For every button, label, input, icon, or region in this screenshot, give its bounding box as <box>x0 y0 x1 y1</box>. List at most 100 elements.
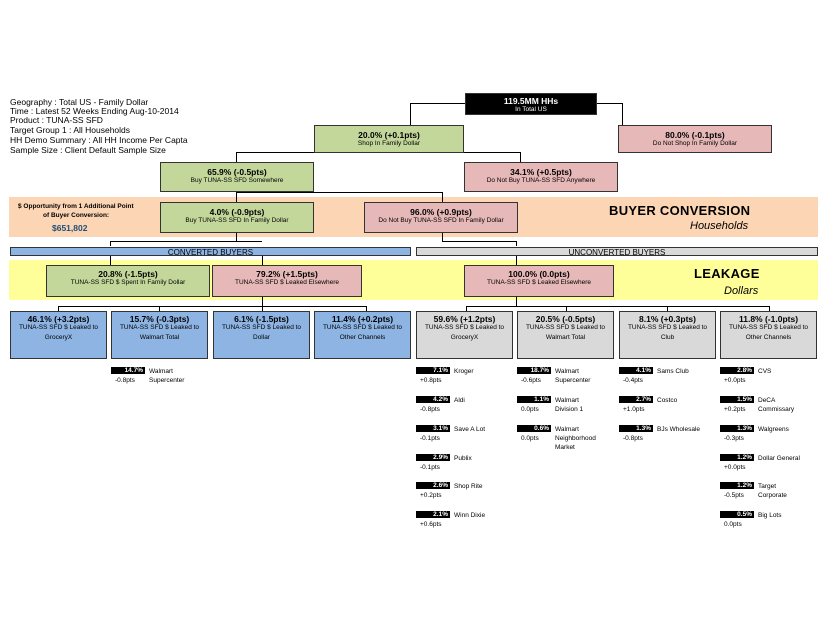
retailer-change: +0.2pts <box>420 492 442 499</box>
retailer-change: -0.8pts <box>115 377 135 384</box>
not-buy-in-fd-box: 96.0% (+0.9pts) Do Not Buy TUNA-SS SFD I… <box>364 202 518 233</box>
retailer-name-line2: Supercenter <box>555 377 591 384</box>
unconverted-channel-walmart: 20.5% (-0.5pts) TUNA-SS SFD $ Leaked to … <box>517 311 614 359</box>
retailer-value: 1.1% <box>517 396 551 403</box>
unconverted-channel-other: 11.8% (-1.0pts) TUNA-SS SFD $ Leaked to … <box>720 311 817 359</box>
channel-value: 46.1% (+3.2pts) <box>27 314 90 324</box>
retailer-name: Publix <box>454 455 472 462</box>
retailer-value: 2.7% <box>619 396 653 403</box>
channel-label: Walmart Total <box>545 334 586 341</box>
retailer-value: 2.1% <box>416 511 450 518</box>
channel-label: TUNA-SS SFD $ Leaked to <box>627 324 708 331</box>
meta-product: Product : TUNA-SS SFD <box>10 115 103 125</box>
channel-value: 15.7% (-0.3pts) <box>129 314 190 324</box>
retailer-name-line2: Corporate <box>758 492 787 499</box>
buy-in-fd-label: Buy TUNA-SS SFD In Family Dollar <box>185 217 289 224</box>
retailer-value: 7.1% <box>416 367 450 374</box>
buy-somewhere-value: 65.9% (-0.5pts) <box>207 167 267 177</box>
retailer-item: 1.2% Dollar General +0.0pts <box>720 454 800 471</box>
converted-spent-label: TUNA-SS SFD $ Spent In Family Dollar <box>70 279 186 286</box>
retailer-value: 4.2% <box>416 396 450 403</box>
retailer-value: 4.1% <box>619 367 653 374</box>
retailer-change: 0.0pts <box>521 406 539 413</box>
buy-in-fd-value: 4.0% (-0.9pts) <box>209 207 265 217</box>
channel-label: TUNA-SS SFD $ Leaked to <box>728 324 809 331</box>
retailer-value: 1.5% <box>720 396 754 403</box>
retailer-name: Shop Rite <box>454 483 483 490</box>
retailer-value: 1.3% <box>619 425 653 432</box>
leakage-subtitle: Dollars <box>724 285 759 297</box>
converted-channel-grocery: 46.1% (+3.2pts) TUNA-SS SFD $ Leaked to … <box>10 311 107 359</box>
retailer-item: 3.1% Save A Lot -0.1pts <box>416 425 485 442</box>
channel-label: Other Channels <box>745 334 792 341</box>
converted-spent-value: 20.8% (-1.5pts) <box>98 269 158 279</box>
unconverted-leaked-box: 100.0% (0.0pts) TUNA-SS SFD $ Leaked Els… <box>464 265 614 297</box>
retailer-change: 0.0pts <box>724 521 742 528</box>
retailer-name-line2: Supercenter <box>149 377 185 384</box>
retailer-item: 0.6% Walmart 0.0pts Neighborhood Market <box>517 425 596 451</box>
retailer-change: -0.3pts <box>724 435 744 442</box>
total-hhs-box: 119.5MM HHs In Total US <box>465 93 597 115</box>
retailer-item: 4.2% Aldi -0.8pts <box>416 396 465 413</box>
retailer-value: 2.6% <box>416 482 450 489</box>
meta-sample-size: Sample Size : Client Default Sample Size <box>10 145 166 155</box>
unconverted-leaked-value: 100.0% (0.0pts) <box>508 269 570 279</box>
retailer-name-line2: Neighborhood <box>555 435 596 442</box>
retailer-value: 14.7% <box>111 367 145 374</box>
converted-channel-walmart: 15.7% (-0.3pts) TUNA-SS SFD $ Leaked to … <box>111 311 208 359</box>
retailer-item: 0.5% Big Lots 0.0pts <box>720 511 782 528</box>
converted-leaked-box: 79.2% (+1.5pts) TUNA-SS SFD $ Leaked Els… <box>212 265 362 297</box>
retailer-value: 3.1% <box>416 425 450 432</box>
retailer-item: 2.9% Publix -0.1pts <box>416 454 472 471</box>
channel-value: 8.1% (+0.3pts) <box>639 314 696 324</box>
retailer-name: Save A Lot <box>454 426 486 433</box>
retailer-change: 0.0pts <box>521 435 539 442</box>
meta-time: Time : Latest 52 Weeks Ending Aug-10-201… <box>10 106 179 116</box>
channel-value: 11.8% (-1.0pts) <box>738 314 799 324</box>
retailer-name: BJs Wholesale <box>657 426 700 433</box>
not-buy-in-fd-label: Do Not Buy TUNA-SS SFD In Family Dollar <box>378 217 504 224</box>
converted-channel-dollar: 6.1% (-1.5pts) TUNA-SS SFD $ Leaked to D… <box>213 311 310 359</box>
channel-label: TUNA-SS SFD $ Leaked to <box>424 324 505 331</box>
retailer-value: 1.3% <box>720 425 754 432</box>
channel-label: Dollar <box>253 334 270 341</box>
retailer-name: Walgreens <box>758 426 789 433</box>
channel-value: 6.1% (-1.5pts) <box>234 314 289 324</box>
retailer-change: +0.0pts <box>724 377 746 384</box>
retailer-name: Kroger <box>454 368 474 375</box>
opportunity-line1: $ Opportunity from 1 Additional Point <box>18 203 134 210</box>
buy-in-fd-box: 4.0% (-0.9pts) Buy TUNA-SS SFD In Family… <box>160 202 314 233</box>
retailer-value: 1.2% <box>720 454 754 461</box>
not-shop-label: Do Not Shop In Family Dollar <box>652 140 738 147</box>
retailer-change: -0.5pts <box>724 492 744 499</box>
retailer-item: 1.1% Walmart 0.0pts Division 1 <box>517 396 583 413</box>
retailer-change: -0.8pts <box>623 435 643 442</box>
meta-hh-demo: HH Demo Summary : All HH Income Per Capt… <box>10 135 188 145</box>
retailer-item: 2.8% CVS +0.0pts <box>720 367 771 384</box>
shop-box: 20.0% (+0.1pts) Shop In Family Dollar <box>314 125 464 153</box>
buyer-conversion-title: BUYER CONVERSION <box>609 203 751 218</box>
leakage-title: LEAKAGE <box>694 266 760 281</box>
retailer-value: 0.5% <box>720 511 754 518</box>
converted-buyers-header: CONVERTED BUYERS <box>10 247 411 257</box>
retailer-item: 14.7% Walmart -0.8pts Supercenter <box>111 367 184 384</box>
opportunity-line2: of Buyer Conversion: <box>43 212 110 219</box>
retailer-value: 18.7% <box>517 367 551 374</box>
converted-leaked-label: TUNA-SS SFD $ Leaked Elsewhere <box>234 279 340 286</box>
shop-value: 20.0% (+0.1pts) <box>358 130 420 140</box>
retailer-name: Walmart <box>149 368 173 375</box>
retailer-name: Walmart <box>555 397 579 404</box>
not-shop-box: 80.0% (-0.1pts) Do Not Shop In Family Do… <box>618 125 772 153</box>
retailer-name: Target <box>758 483 777 490</box>
total-hhs-value: 119.5MM HHs <box>503 96 559 106</box>
retailer-change: +0.2pts <box>724 406 746 413</box>
shop-label: Shop In Family Dollar <box>357 140 421 147</box>
retailer-item: 2.7% Costco +1.0pts <box>619 396 677 413</box>
buyer-conversion-subtitle: Households <box>690 220 749 232</box>
retailer-item: 1.3% Walgreens -0.3pts <box>720 425 789 442</box>
not-buy-anywhere-label: Do Not Buy TUNA-SS SFD Anywhere <box>486 177 596 184</box>
unconverted-buyers-header: UNCONVERTED BUYERS <box>416 247 818 257</box>
converted-spent-box: 20.8% (-1.5pts) TUNA-SS SFD $ Spent In F… <box>46 265 210 297</box>
retailer-change: -0.8pts <box>420 406 440 413</box>
buy-somewhere-box: 65.9% (-0.5pts) Buy TUNA-SS SFD Somewher… <box>160 162 314 192</box>
